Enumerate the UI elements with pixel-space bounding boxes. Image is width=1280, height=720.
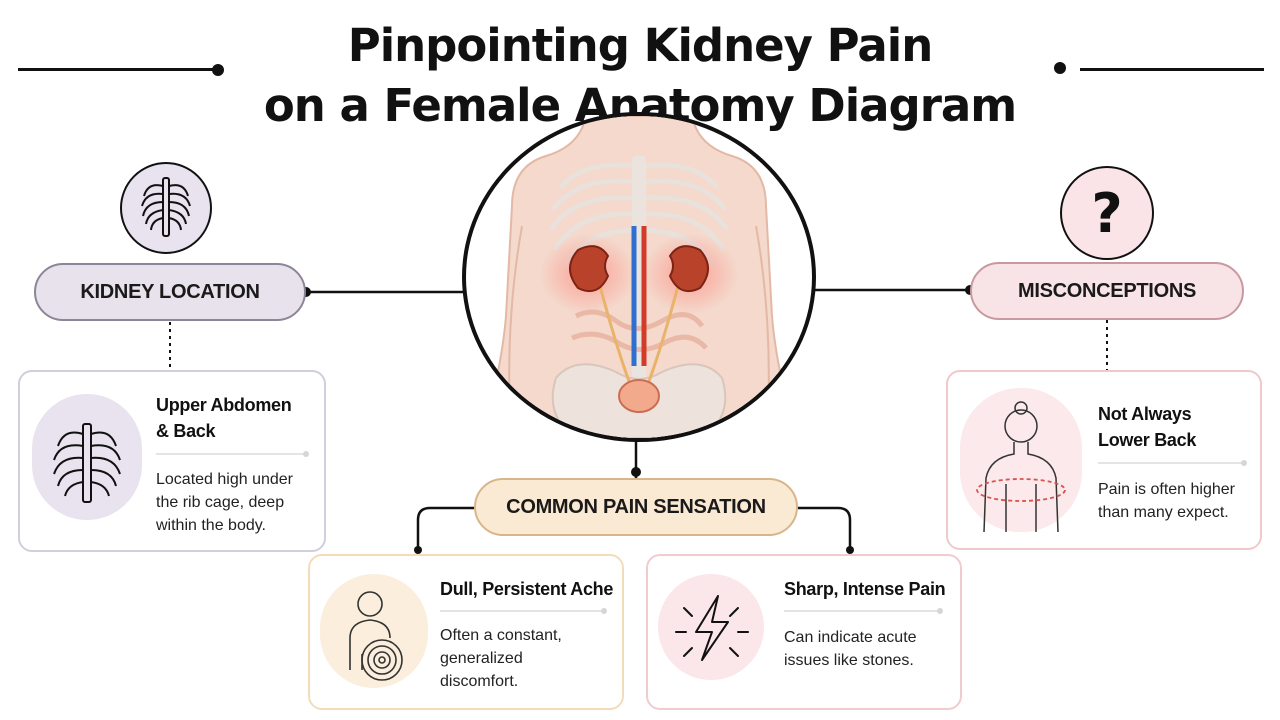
kidney-location-card: Upper Abdomen & Back Located high under … bbox=[18, 370, 326, 552]
dull-ache-text-3: discomfort. bbox=[440, 673, 519, 690]
dull-ache-card: Dull, Persistent Ache Often a constant, … bbox=[308, 554, 624, 710]
lightning-icon bbox=[658, 574, 764, 680]
kidney-location-card-divider bbox=[156, 451, 309, 457]
question-mark-icon: ? bbox=[1060, 166, 1154, 260]
header-dot-right bbox=[1054, 62, 1066, 74]
person-target-icon bbox=[320, 574, 428, 688]
header-line-left bbox=[18, 68, 216, 71]
misconceptions-card: Not Always Lower Back Pain is often high… bbox=[946, 370, 1262, 550]
kidney-location-card-title-1: Upper Abdomen bbox=[156, 395, 292, 415]
misconceptions-card-title-2: Lower Back bbox=[1098, 430, 1197, 450]
kidney-location-card-text-3: within the body. bbox=[156, 517, 266, 534]
kidney-location-card-title-2: & Back bbox=[156, 421, 216, 441]
back-figure-icon bbox=[960, 388, 1082, 533]
misconceptions-card-title-1: Not Always bbox=[1098, 404, 1192, 424]
dull-ache-text-1: Often a constant, bbox=[440, 627, 562, 644]
kidney-location-card-text-2: the rib cage, deep bbox=[156, 494, 285, 511]
dull-ache-text-2: generalized bbox=[440, 650, 523, 667]
header-line-right bbox=[1080, 68, 1264, 71]
misconceptions-label: MISCONCEPTIONS bbox=[970, 262, 1244, 320]
sharp-pain-divider bbox=[784, 608, 943, 614]
sharp-pain-text-1: Can indicate acute bbox=[784, 629, 917, 646]
ribcage-icon bbox=[120, 162, 212, 254]
misconceptions-card-text-1: Pain is often higher bbox=[1098, 481, 1235, 498]
misconceptions-card-divider bbox=[1098, 460, 1247, 466]
kidney-location-label: KIDNEY LOCATION bbox=[34, 263, 306, 321]
sharp-pain-text-2: issues like stones. bbox=[784, 652, 914, 669]
sharp-pain-title: Sharp, Intense Pain bbox=[784, 579, 946, 599]
misconceptions-card-text-2: than many expect. bbox=[1098, 504, 1229, 521]
dull-ache-title: Dull, Persistent Ache bbox=[440, 579, 614, 599]
header-dot-left bbox=[212, 64, 224, 76]
page-title-line1: Pinpointing Kidney Pain bbox=[347, 19, 934, 72]
kidney-location-card-text-1: Located high under bbox=[156, 471, 293, 488]
common-pain-sensation-label: COMMON PAIN SENSATION bbox=[474, 478, 798, 536]
ribcage-icon bbox=[32, 394, 142, 520]
sharp-pain-card: Sharp, Intense Pain Can indicate acute i… bbox=[646, 554, 962, 710]
anatomy-illustration bbox=[462, 112, 816, 442]
dull-ache-divider bbox=[440, 608, 607, 614]
